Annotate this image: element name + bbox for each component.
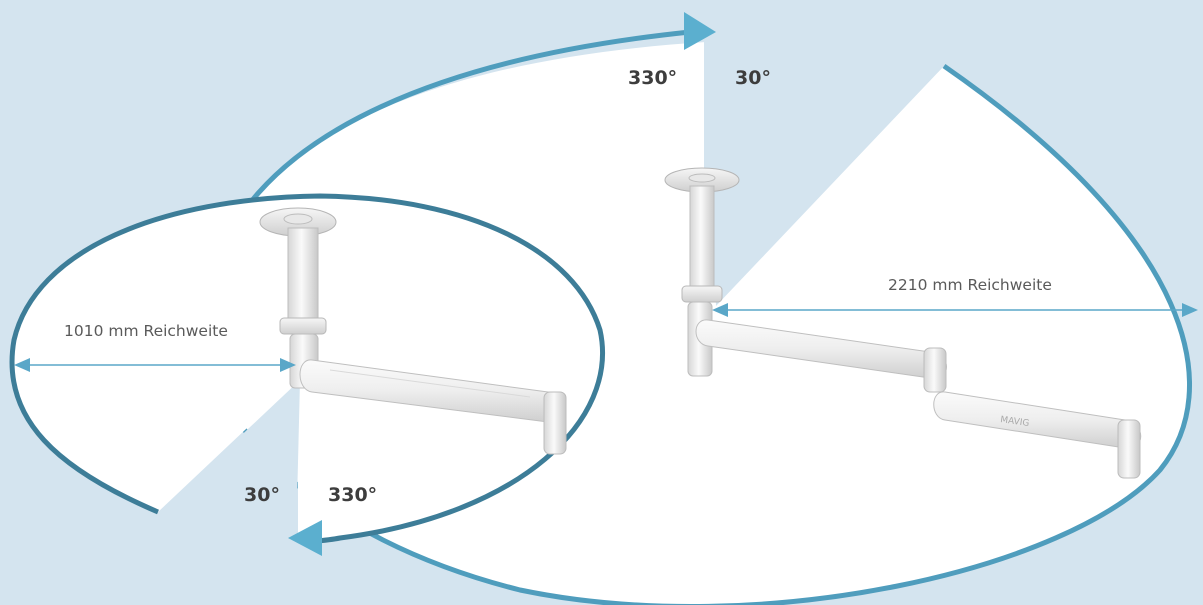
- large-arm-end: [1117, 419, 1141, 479]
- large-range-ring: [203, 29, 1193, 605]
- large-ceiling-arm: MAVIG: [664, 167, 1142, 479]
- small-reach-dimension: [14, 358, 296, 372]
- large-angle-330-label: 330°: [628, 67, 677, 89]
- dimension-arrow-left-icon: [712, 303, 728, 317]
- small-range-ring: [9, 193, 605, 545]
- large-column: [689, 185, 715, 289]
- small-reach-label: 1010 mm Reichweite: [64, 322, 228, 340]
- small-arm-end: [543, 391, 567, 455]
- dimension-arrow-left-icon: [14, 358, 30, 372]
- large-middle-joint: [923, 347, 947, 393]
- small-range-gap-wedge: [160, 380, 300, 545]
- small-angle-30-label: 30°: [244, 484, 280, 506]
- small-rotation-arrow-icon: [288, 520, 322, 556]
- large-reach-dimension: [712, 303, 1198, 317]
- small-ceiling-arm: [259, 207, 567, 455]
- large-range-gap-wedge: [704, 40, 944, 304]
- small-angle-330-label: 330°: [328, 484, 377, 506]
- small-column: [287, 227, 319, 321]
- large-reach-label: 2210 mm Reichweite: [888, 276, 1052, 294]
- dimension-arrow-right-icon: [1182, 303, 1198, 317]
- arm-logo-text: MAVIG: [1000, 415, 1030, 429]
- dimension-arrow-right-icon: [280, 358, 296, 372]
- large-angle-30-label: 30°: [735, 67, 771, 89]
- large-rotation-arrow-icon: [684, 12, 716, 50]
